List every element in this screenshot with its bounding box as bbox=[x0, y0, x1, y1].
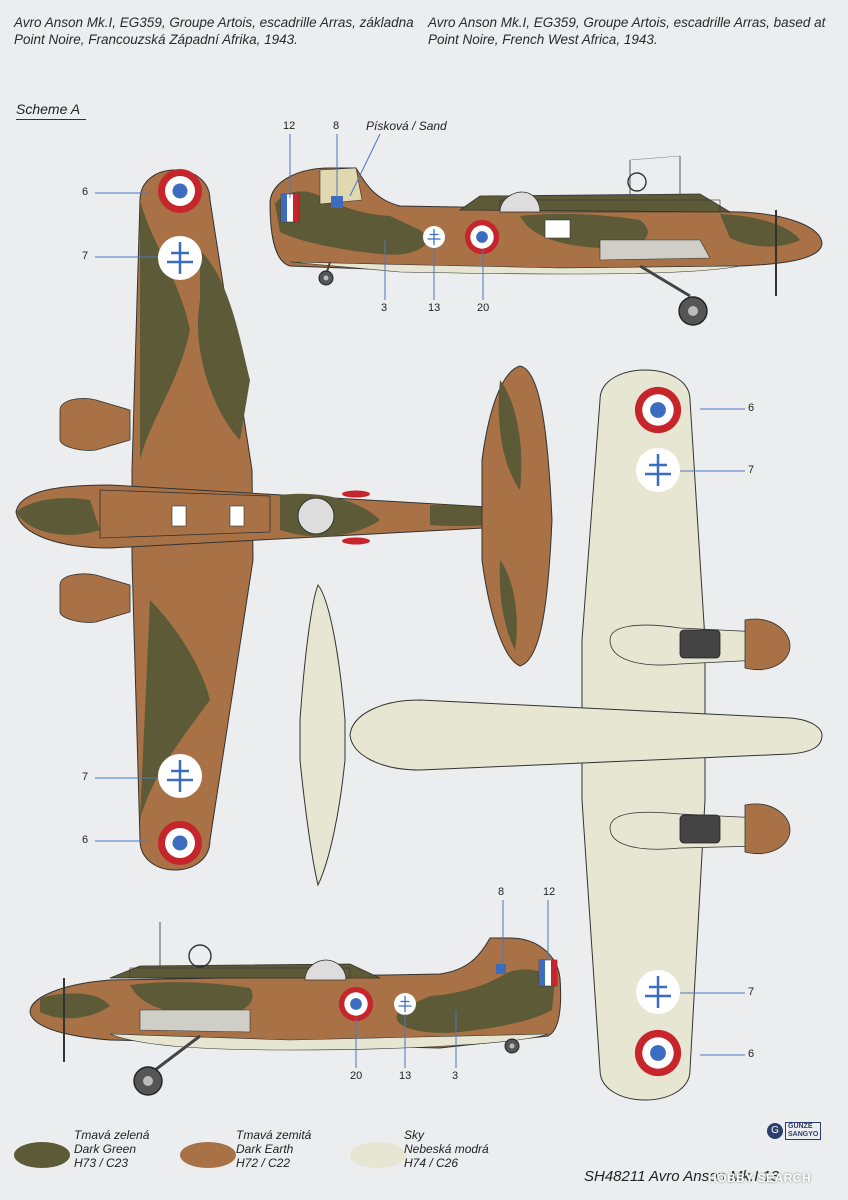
logo-text: GUNZE SANGYO bbox=[785, 1122, 822, 1140]
callout-8: 8 bbox=[498, 886, 505, 898]
side-view-left bbox=[29, 922, 562, 1096]
watermark: HOBBY SEARCH bbox=[708, 1171, 812, 1185]
callout-12: 12 bbox=[543, 886, 556, 898]
legend-code: H74 / C26 bbox=[404, 1156, 459, 1170]
callout-7: 7 bbox=[748, 464, 755, 476]
callout-12: 12 bbox=[283, 120, 296, 132]
legend-code: H73 / C23 bbox=[74, 1156, 129, 1170]
side-view-right bbox=[269, 155, 823, 326]
callout-leaders bbox=[95, 133, 745, 1068]
swatch-sky bbox=[350, 1142, 406, 1168]
callout-7: 7 bbox=[82, 771, 89, 783]
caption-english: Avro Anson Mk.I, EG359, Groupe Artois, e… bbox=[428, 15, 826, 47]
callout-sand: Písková / Sand bbox=[366, 119, 447, 133]
legend-cz: Tmavá zemitá bbox=[236, 1128, 312, 1142]
callout-13: 13 bbox=[399, 1070, 412, 1082]
callout-3: 3 bbox=[381, 302, 388, 314]
gunze-sangyo-logo: G GUNZE SANGYO bbox=[767, 1121, 827, 1141]
callout-13: 13 bbox=[428, 302, 441, 314]
legend-cz: Sky bbox=[404, 1128, 425, 1142]
legend-en: Nebeská modrá bbox=[404, 1142, 489, 1156]
bottom-view bbox=[299, 369, 823, 1101]
footer-product-code: SH48211 Avro Anson Mk.I 13 bbox=[584, 1168, 780, 1185]
callout-7: 7 bbox=[748, 986, 755, 998]
caption-czech: Avro Anson Mk.I, EG359, Groupe Artois, e… bbox=[14, 15, 414, 47]
callout-6: 6 bbox=[748, 1048, 755, 1060]
legend-cz: Tmavá zelená bbox=[74, 1128, 150, 1142]
scheme-title: Scheme A bbox=[16, 101, 86, 120]
callout-6: 6 bbox=[82, 186, 89, 198]
legend-dark-green: Tmavá zelená Dark Green H73 / C23 bbox=[74, 1128, 149, 1170]
legend-en: Dark Green bbox=[74, 1142, 137, 1156]
legend-code: H72 / C22 bbox=[236, 1156, 291, 1170]
swatch-dark-earth bbox=[180, 1142, 236, 1168]
top-view bbox=[15, 169, 553, 871]
callout-20: 20 bbox=[350, 1070, 363, 1082]
callout-3: 3 bbox=[452, 1070, 459, 1082]
swatch-dark-green bbox=[14, 1142, 70, 1168]
callout-7: 7 bbox=[82, 250, 89, 262]
callout-6: 6 bbox=[748, 402, 755, 414]
callout-8: 8 bbox=[333, 120, 340, 132]
callout-20: 20 bbox=[477, 302, 490, 314]
legend-en: Dark Earth bbox=[236, 1142, 294, 1156]
legend-dark-earth: Tmavá zemitá Dark Earth H72 / C22 bbox=[236, 1128, 311, 1170]
legend-sky: Sky Nebeská modrá H74 / C26 bbox=[404, 1128, 489, 1170]
logo-mark-icon: G bbox=[767, 1123, 783, 1139]
callout-6: 6 bbox=[82, 834, 89, 846]
